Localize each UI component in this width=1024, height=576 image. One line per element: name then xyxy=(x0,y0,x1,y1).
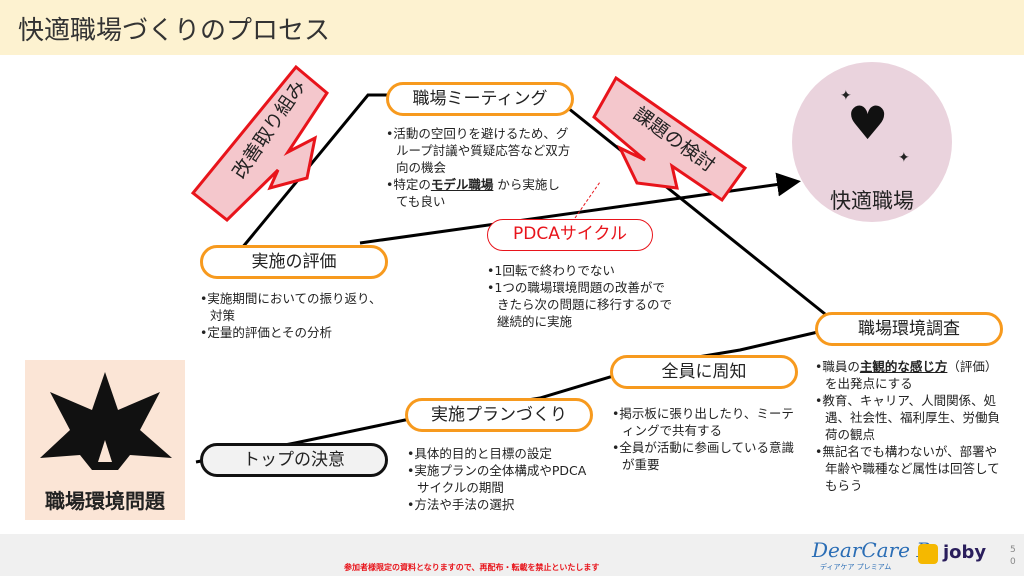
note: •具体的目的と目標の設定 xyxy=(407,446,552,461)
announce-notes: •掲示板に張り出したり、ミーティングで共有する •全員が活動に参画している意識が… xyxy=(612,405,797,473)
meeting-notes: •活動の空回りを避けるため、グループ討議や質疑応答など双方向の機会 •特定のモデ… xyxy=(386,125,571,210)
line-meeting-survey xyxy=(567,106,831,320)
note: •1回転で終わりでない xyxy=(487,263,615,278)
right-banner xyxy=(592,75,748,203)
sparkle-icon: ✦ xyxy=(898,150,910,166)
pdca-notes: •1回転で終わりでない •1つの職場環境問題の改善ができたら次の問題に移行するの… xyxy=(487,262,672,330)
page-number: 50 xyxy=(1010,545,1016,567)
note: •実施期間においての振り返り、対策 xyxy=(200,291,382,323)
note: •方法や手法の選択 xyxy=(407,497,515,512)
note: •職員の主観的な感じ方（評価）を出発点にする xyxy=(815,359,998,391)
note: •実施プランの全体構成やPDCAサイクルの期間 xyxy=(407,463,587,495)
header: 快適職場づくりのプロセス xyxy=(0,0,1024,55)
node-top: トップの決意 xyxy=(200,443,388,477)
goal-label: 快適職場 xyxy=(830,189,914,213)
goal-circle xyxy=(792,62,952,222)
problem-label: 職場環境問題 xyxy=(45,489,165,513)
heart-face-icon: ♥ xyxy=(847,96,889,150)
node-meeting: 職場ミーティング xyxy=(386,82,574,116)
dearcare-logo: DearCare P xyxy=(812,538,930,562)
joby-logo: joby xyxy=(943,542,987,563)
survey-notes: •職員の主観的な感じ方（評価）を出発点にする •教育、キャリア、人間関係、処遇、… xyxy=(815,358,1000,494)
joby-icon xyxy=(918,544,938,564)
node-pdca: PDCAサイクル xyxy=(487,219,653,251)
line-eval-meeting xyxy=(240,93,388,249)
footer-notice: 参加者様限定の資料となりますので、再配布・転載を禁止といたします xyxy=(344,563,600,572)
plan-notes: •具体的目的と目標の設定 •実施プランの全体構成やPDCAサイクルの期間 •方法… xyxy=(407,445,592,513)
note: •掲示板に張り出したり、ミーティングで共有する xyxy=(612,406,794,438)
footer: 参加者様限定の資料となりますので、再配布・転載を禁止といたします DearCar… xyxy=(0,534,1024,576)
explosion-icon xyxy=(40,372,172,470)
evaluation-notes: •実施期間においての振り返り、対策 •定量的評価とその分析 xyxy=(200,290,390,341)
page-title: 快適職場づくりのプロセス xyxy=(18,16,331,46)
node-announce: 全員に周知 xyxy=(610,355,798,389)
note: •1つの職場環境問題の改善ができたら次の問題に移行するので継続的に実施 xyxy=(487,280,673,329)
pdca-dashed xyxy=(574,181,601,219)
note: •特定のモデル職場 から実施しても良い xyxy=(386,177,560,209)
note: •教育、キャリア、人間関係、処遇、社会性、福利厚生、労働負荷の観点 xyxy=(815,393,1001,442)
node-plan: 実施プランづくり xyxy=(405,398,593,432)
note: •無記名でも構わないが、部署や年齢や職種など属性は回答してもらう xyxy=(815,444,1000,493)
note: •活動の空回りを避けるため、グループ討議や質疑応答など双方向の機会 xyxy=(386,126,571,175)
dearcare-logo-sub: ディアケア プレミアム xyxy=(820,563,892,571)
note: •定量的評価とその分析 xyxy=(200,325,332,340)
left-banner xyxy=(190,64,329,222)
node-evaluation: 実施の評価 xyxy=(200,245,388,279)
sparkle-icon: ✦ xyxy=(840,88,852,104)
node-survey: 職場環境調査 xyxy=(815,312,1003,346)
note: •全員が活動に参画している意識が重要 xyxy=(612,440,794,472)
